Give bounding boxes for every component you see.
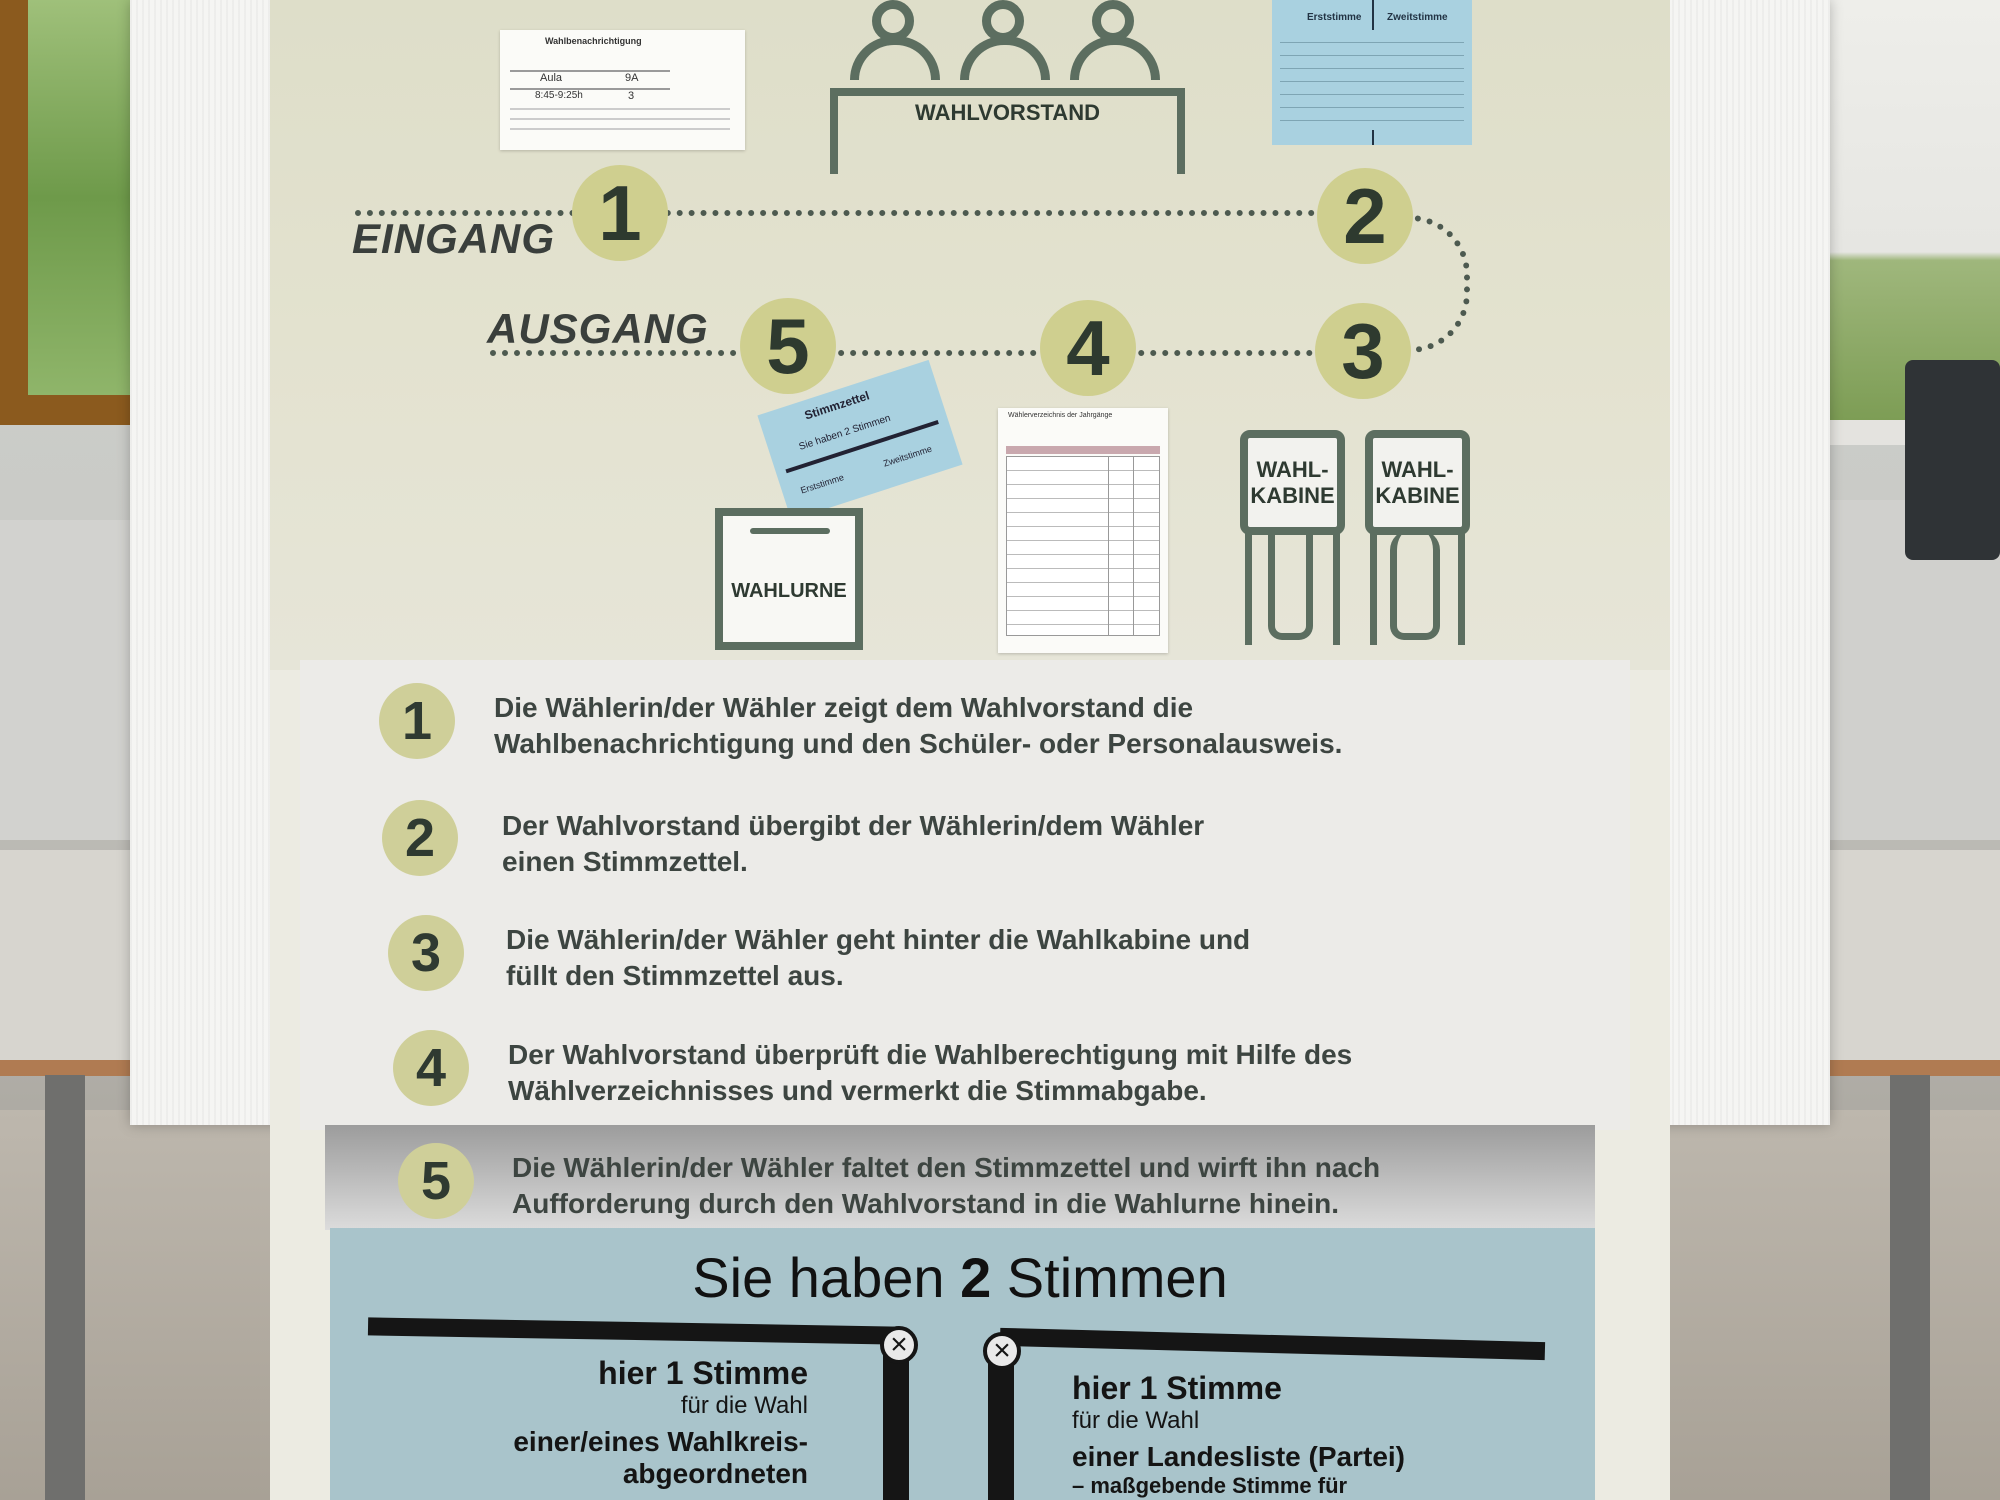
booth-label: WAHL- KABINE (1250, 456, 1335, 508)
poster-ballot-area (330, 1228, 1595, 1500)
step-2-text: Der Wahlvorstand übergibt der Wählerin/d… (502, 808, 1204, 880)
ballot-paper-preview: Erststimme Zweitstimme (1272, 0, 1472, 145)
notice-title: Wahlbenachrichtigung (545, 36, 642, 46)
step-5-line-2: Aufforderung durch den Wahlvorstand in d… (512, 1188, 1340, 1219)
step-1-line-1: Die Wählerin/der Wähler zeigt dem Wahlvo… (494, 692, 1194, 723)
voter-legs-icon (1268, 530, 1313, 640)
notice-time: 8:45-9:25h (535, 90, 583, 101)
entrance-label: EINGANG (352, 215, 556, 262)
second-vote-line-4: – maßgebende Stimme für (1072, 1473, 1348, 1498)
route-number-2: 2 (1317, 168, 1413, 264)
first-vote-line-4: abgeordneten (622, 1458, 808, 1489)
step-number-4: 4 (393, 1030, 469, 1106)
step-4-line-1: Der Wahlvorstand überprüft die Wahlberec… (508, 1039, 1353, 1070)
step-5-line-1: Die Wählerin/der Wähler faltet den Stimm… (512, 1152, 1381, 1183)
right-window-glass (1800, 0, 2000, 420)
left-window (0, 0, 155, 425)
voting-notice-card: Wahlbenachrichtigung Aula 9A 8:45-9:25h … (500, 30, 745, 150)
left-window-glass (28, 0, 148, 395)
second-vote-sub: für die Wahl (1072, 1407, 1200, 1434)
step-number-3: 3 (388, 915, 464, 991)
step-number-2: 2 (382, 800, 458, 876)
first-vote-title: hier 1 Stimme (598, 1355, 808, 1391)
route-number-4: 4 (1040, 300, 1136, 396)
headline-post: Stimmen (991, 1246, 1228, 1309)
register-title: Wählerverzeichnis der Jahrgänge (1008, 412, 1113, 419)
poll-worker-icon (850, 0, 940, 80)
path-line (355, 210, 1315, 216)
ballot-card-first: Erststimme (799, 472, 846, 496)
votes-headline: Sie haben 2 Stimmen (330, 1245, 1590, 1310)
first-vote-text: hier 1 Stimme für die Wahl einer/eines W… (430, 1355, 808, 1490)
path-line (490, 350, 1325, 356)
ballot-first-label: Erststimme (1307, 12, 1362, 23)
step-4-text: Der Wahlvorstand überprüft die Wahlberec… (508, 1037, 1352, 1109)
desk-label: WAHLVORSTAND (915, 100, 1100, 125)
poster-step5-band (325, 1125, 1595, 1230)
second-vote-title: hier 1 Stimme (1072, 1370, 1282, 1406)
cross-circle-icon: × (983, 1332, 1021, 1370)
headline-pre: Sie haben (692, 1246, 961, 1309)
booth-leg (1333, 530, 1340, 645)
ballot-column-right (988, 1352, 1014, 1500)
step-1-line-2: Wahlbenachrichtigung und den Schüler- od… (494, 728, 1343, 759)
step-2-line-1: Der Wahlvorstand übergibt der Wählerin/d… (502, 810, 1205, 841)
ballot-box-slot (750, 528, 830, 534)
step-3-line-1: Die Wählerin/der Wähler geht hinter die … (506, 924, 1251, 955)
notice-class: 9A (625, 72, 639, 84)
booth-leg (1458, 530, 1465, 645)
path-curve (1370, 215, 1470, 353)
step-4-line-2: Wählverzeichnisses und vermerkt die Stim… (508, 1075, 1207, 1106)
route-number-1: 1 (572, 165, 668, 261)
step-1-text: Die Wählerin/der Wähler zeigt dem Wahlvo… (494, 690, 1342, 762)
step-2-line-2: einen Stimmzettel. (502, 846, 748, 877)
voting-booth-icon: WAHL- KABINE (1240, 430, 1345, 535)
step-5-text: Die Wählerin/der Wähler faltet den Stimm… (512, 1150, 1380, 1222)
table-leg (1890, 1075, 1930, 1500)
second-vote-text: hier 1 Stimme für die Wahl einer Landesl… (1072, 1370, 1572, 1499)
first-vote-sub: für die Wahl (680, 1392, 808, 1419)
second-vote-line-3: einer Landesliste (Partei) (1072, 1441, 1406, 1472)
booth-leg (1370, 530, 1377, 645)
poll-worker-icon (960, 0, 1050, 80)
step-3-line-2: füllt den Stimmzettel aus. (506, 960, 844, 991)
step-number-1: 1 (379, 683, 455, 759)
ballot-box-label: WAHLURNE (731, 580, 847, 602)
voter-skirt-icon (1390, 530, 1440, 640)
route-number-3: 3 (1315, 303, 1411, 399)
exit-label: AUSGANG (487, 305, 709, 352)
route-number-5: 5 (740, 298, 836, 394)
ballot-second-label: Zweitstimme (1387, 12, 1448, 23)
poster-steps-area (300, 660, 1630, 1130)
notice-number: 3 (628, 90, 635, 102)
cross-circle-icon: × (880, 1326, 918, 1364)
booth-leg (1245, 530, 1252, 645)
voting-booth-icon: WAHL- KABINE (1365, 430, 1470, 535)
step-3-text: Die Wählerin/der Wähler geht hinter die … (506, 922, 1250, 994)
table-leg (45, 1075, 85, 1500)
ballot-column-left (883, 1340, 909, 1500)
headline-number: 2 (960, 1246, 992, 1309)
step-number-5: 5 (398, 1143, 474, 1219)
notice-room: Aula (540, 72, 563, 84)
chair (1905, 360, 2000, 560)
poll-worker-icon (1070, 0, 1160, 80)
first-vote-line-3: einer/eines Wahlkreis- (513, 1426, 808, 1457)
booth-label: WAHL- KABINE (1375, 456, 1460, 508)
voter-register-doc: Wählerverzeichnis der Jahrgänge (998, 408, 1168, 653)
ballot-card-second: Zweitstimme (881, 443, 934, 469)
poll-desk-icon (830, 88, 1185, 174)
